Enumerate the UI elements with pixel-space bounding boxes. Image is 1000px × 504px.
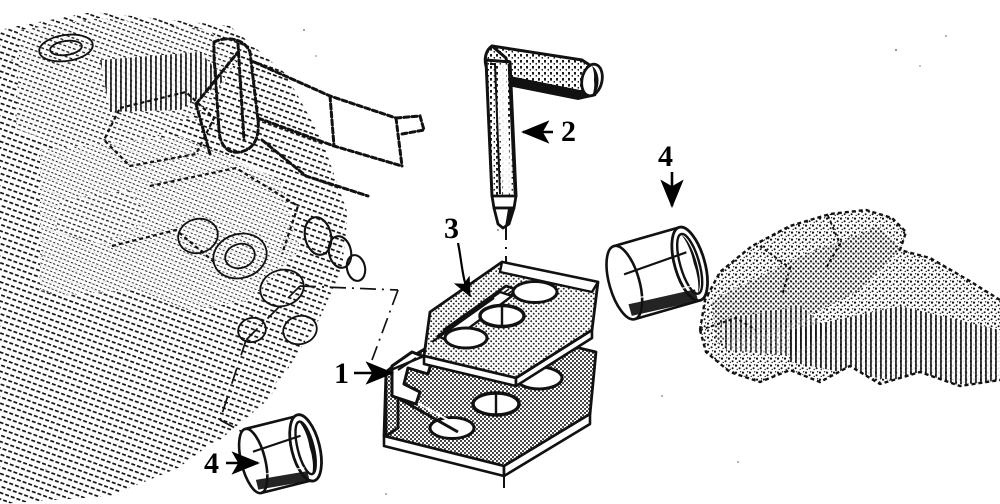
- bushing-lower: [237, 413, 323, 495]
- hand-outline-upper: [698, 208, 1000, 331]
- callout-4-upper-label: 4: [658, 140, 673, 173]
- fixture-upper-plate: [422, 260, 600, 388]
- fixture-upper-holes: [443, 280, 559, 350]
- callout-2-label: 2: [561, 115, 576, 148]
- driver-handle: [483, 44, 604, 230]
- projection-line-upper-left: [245, 285, 301, 341]
- projection-line-to-bushing: [219, 419, 251, 437]
- callout-4-lower-label: 4: [204, 447, 219, 480]
- callout-3-label: 3: [444, 212, 459, 245]
- engine-contour: [102, 90, 300, 263]
- bushing-holding-fixture: [382, 260, 600, 478]
- scan-speckles: [10, 28, 947, 495]
- callout-3-leader: [453, 242, 471, 298]
- callout-1-label: 1: [334, 357, 349, 390]
- hand: [698, 208, 1000, 388]
- bushing-upper: [605, 225, 709, 321]
- engine-bosses: [38, 33, 318, 346]
- engine-bracket: [194, 37, 426, 198]
- camshaft-bores: [303, 216, 367, 282]
- projection-lines: [219, 285, 399, 437]
- engine-block: [0, 12, 426, 504]
- hand-outline-lower: [698, 329, 1000, 388]
- projection-line-lower-left: [219, 339, 247, 421]
- projection-line-upper-right: [371, 289, 399, 361]
